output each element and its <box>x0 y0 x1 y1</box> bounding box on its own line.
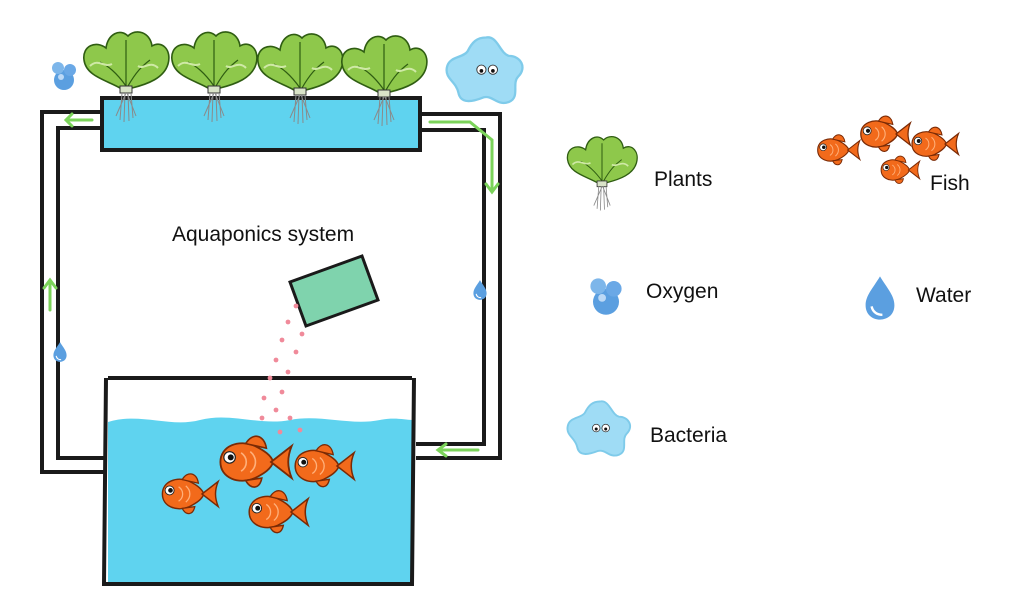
return-pipe <box>40 110 106 474</box>
legend-bacteria-label: Bacteria <box>650 424 727 447</box>
water-drop-icon <box>864 275 896 321</box>
diagram-title: Aquaponics system <box>172 223 354 246</box>
flow-arrows <box>42 112 500 458</box>
legend-oxygen-label: Oxygen <box>646 280 718 303</box>
oxygen-icon <box>590 278 622 315</box>
legend-water: Water <box>864 275 971 321</box>
legend-fish-label: Fish <box>930 172 970 195</box>
legend-plants-label: Plants <box>654 168 712 191</box>
oxygen-top <box>52 62 76 90</box>
legend-fish: Fish <box>817 115 970 195</box>
legend-water-label: Water <box>916 284 971 307</box>
legend: Plants Fish Oxygen Water Bacteria <box>566 115 971 457</box>
feed-pellets <box>259 303 305 435</box>
plant-icon <box>566 135 639 212</box>
legend-bacteria: Bacteria <box>566 400 727 457</box>
bacteria-icon <box>566 400 632 457</box>
feed-box <box>288 254 380 328</box>
water-drop-left <box>52 341 68 363</box>
legend-plants: Plants <box>566 135 712 212</box>
grow-bed <box>100 96 422 152</box>
bacteria-top <box>445 36 524 105</box>
supply-pipe <box>416 112 502 460</box>
legend-oxygen: Oxygen <box>590 278 718 315</box>
